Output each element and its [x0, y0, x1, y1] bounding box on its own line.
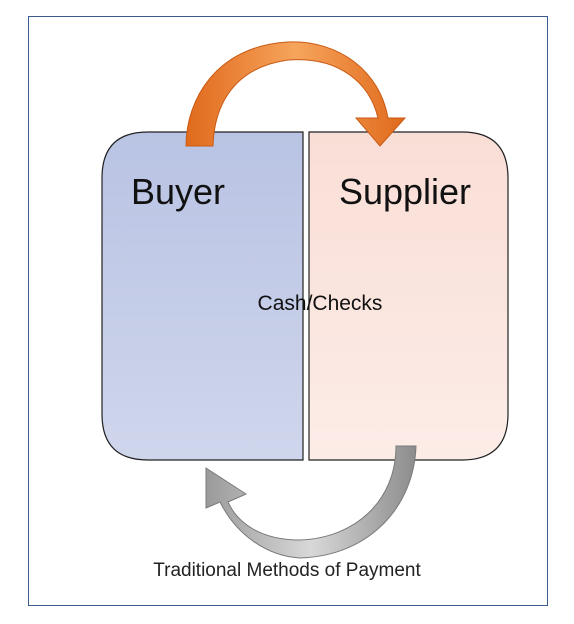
- top-arrow: [185, 41, 407, 147]
- bottom-arrow: [205, 445, 417, 559]
- figure-frame: [28, 16, 548, 606]
- cash-checks-label: Cash/Checks: [258, 292, 383, 315]
- supplier-label: Supplier: [339, 171, 471, 212]
- figure-caption: Traditional Methods of Payment: [153, 560, 421, 581]
- buyer-box: [101, 131, 304, 461]
- buyer-label: Buyer: [131, 171, 225, 212]
- supplier-box: [308, 131, 509, 461]
